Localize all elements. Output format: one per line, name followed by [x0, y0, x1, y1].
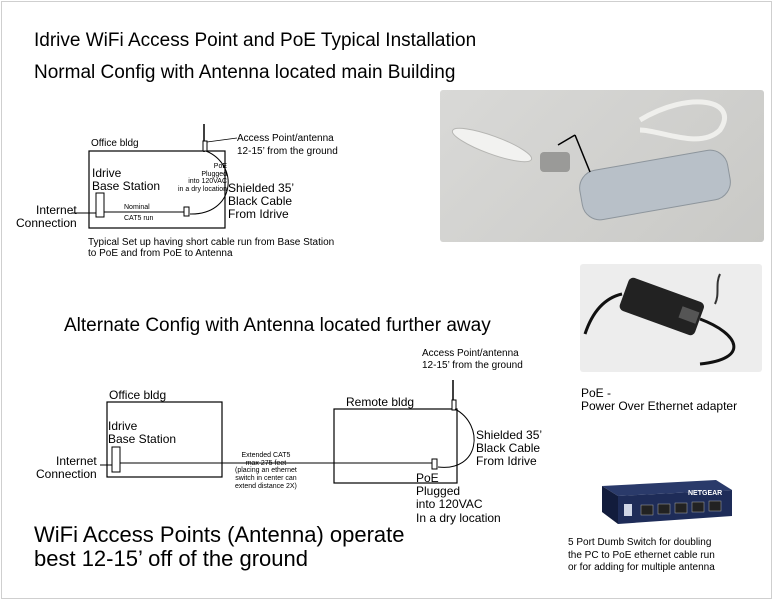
- remote-label: Remote bldg: [346, 395, 415, 409]
- poe-icon-2: [431, 458, 438, 470]
- page-title: Idrive WiFi Access Point and PoE Typical…: [34, 30, 477, 51]
- cable-label: Shielded 35’ Black Cable From Idrive: [228, 181, 295, 222]
- access-point-photo: [440, 90, 764, 242]
- shielded-cable-2: [437, 408, 475, 468]
- access-point-icon: [202, 140, 208, 152]
- base-station-icon-2: [111, 446, 121, 473]
- poe-adapter-photo: [580, 264, 762, 372]
- footer-note: WiFi Access Points (Antenna) operate bes…: [34, 522, 405, 572]
- switch-photo-caption: 5 Port Dumb Switch for doubling the PC t…: [568, 537, 715, 573]
- cable-label-2: Shielded 35’ Black Cable From Idrive: [476, 428, 543, 469]
- ap-label-2: Access Point/antenna: [422, 348, 519, 359]
- switch-photo: NETGEAR: [596, 478, 736, 530]
- office-label: Office bldg: [91, 138, 139, 149]
- poe-icon: [183, 206, 190, 217]
- ap-height: 12-15’ from the ground: [237, 146, 338, 157]
- base-station-icon: [95, 192, 105, 218]
- ap-label: Access Point/antenna: [237, 133, 334, 144]
- internet-label-2: Internet Connection: [36, 454, 97, 482]
- base-station-label: Idrive Base Station: [92, 166, 161, 194]
- switch-brand: NETGEAR: [688, 490, 723, 497]
- poe-note: PoE Plugged into 120VAC in a dry locatio…: [178, 163, 228, 194]
- office-building-outline-2: [106, 401, 223, 478]
- internet-label: Internet Connection: [16, 203, 77, 231]
- base-station-label-2: Idrive Base Station: [108, 419, 177, 447]
- ap-height-2: 12-15’ from the ground: [422, 360, 523, 371]
- normal-caption: Typical Set up having short cable run fr…: [88, 237, 335, 259]
- access-point-icon-2: [451, 399, 457, 411]
- remote-building-outline: [333, 408, 458, 484]
- cat5-run: CAT5 run: [124, 215, 154, 222]
- extended-cat5-label: Extended CAT5 max 275 feet (placing an e…: [235, 452, 297, 490]
- ap-pointer: [206, 137, 238, 143]
- office-label-2: Office bldg: [109, 388, 167, 402]
- office-building-outline: [88, 150, 226, 229]
- shielded-cable: [189, 150, 229, 215]
- poe-photo-caption: PoE - Power Over Ethernet adapter: [581, 386, 738, 414]
- poe-label-2: PoE Plugged into 120VAC In a dry locatio…: [416, 471, 501, 525]
- cat5-nominal: Nominal: [124, 204, 150, 211]
- normal-config-heading: Normal Config with Antenna located main …: [34, 62, 456, 83]
- alternate-config-heading: Alternate Config with Antenna located fu…: [64, 315, 491, 336]
